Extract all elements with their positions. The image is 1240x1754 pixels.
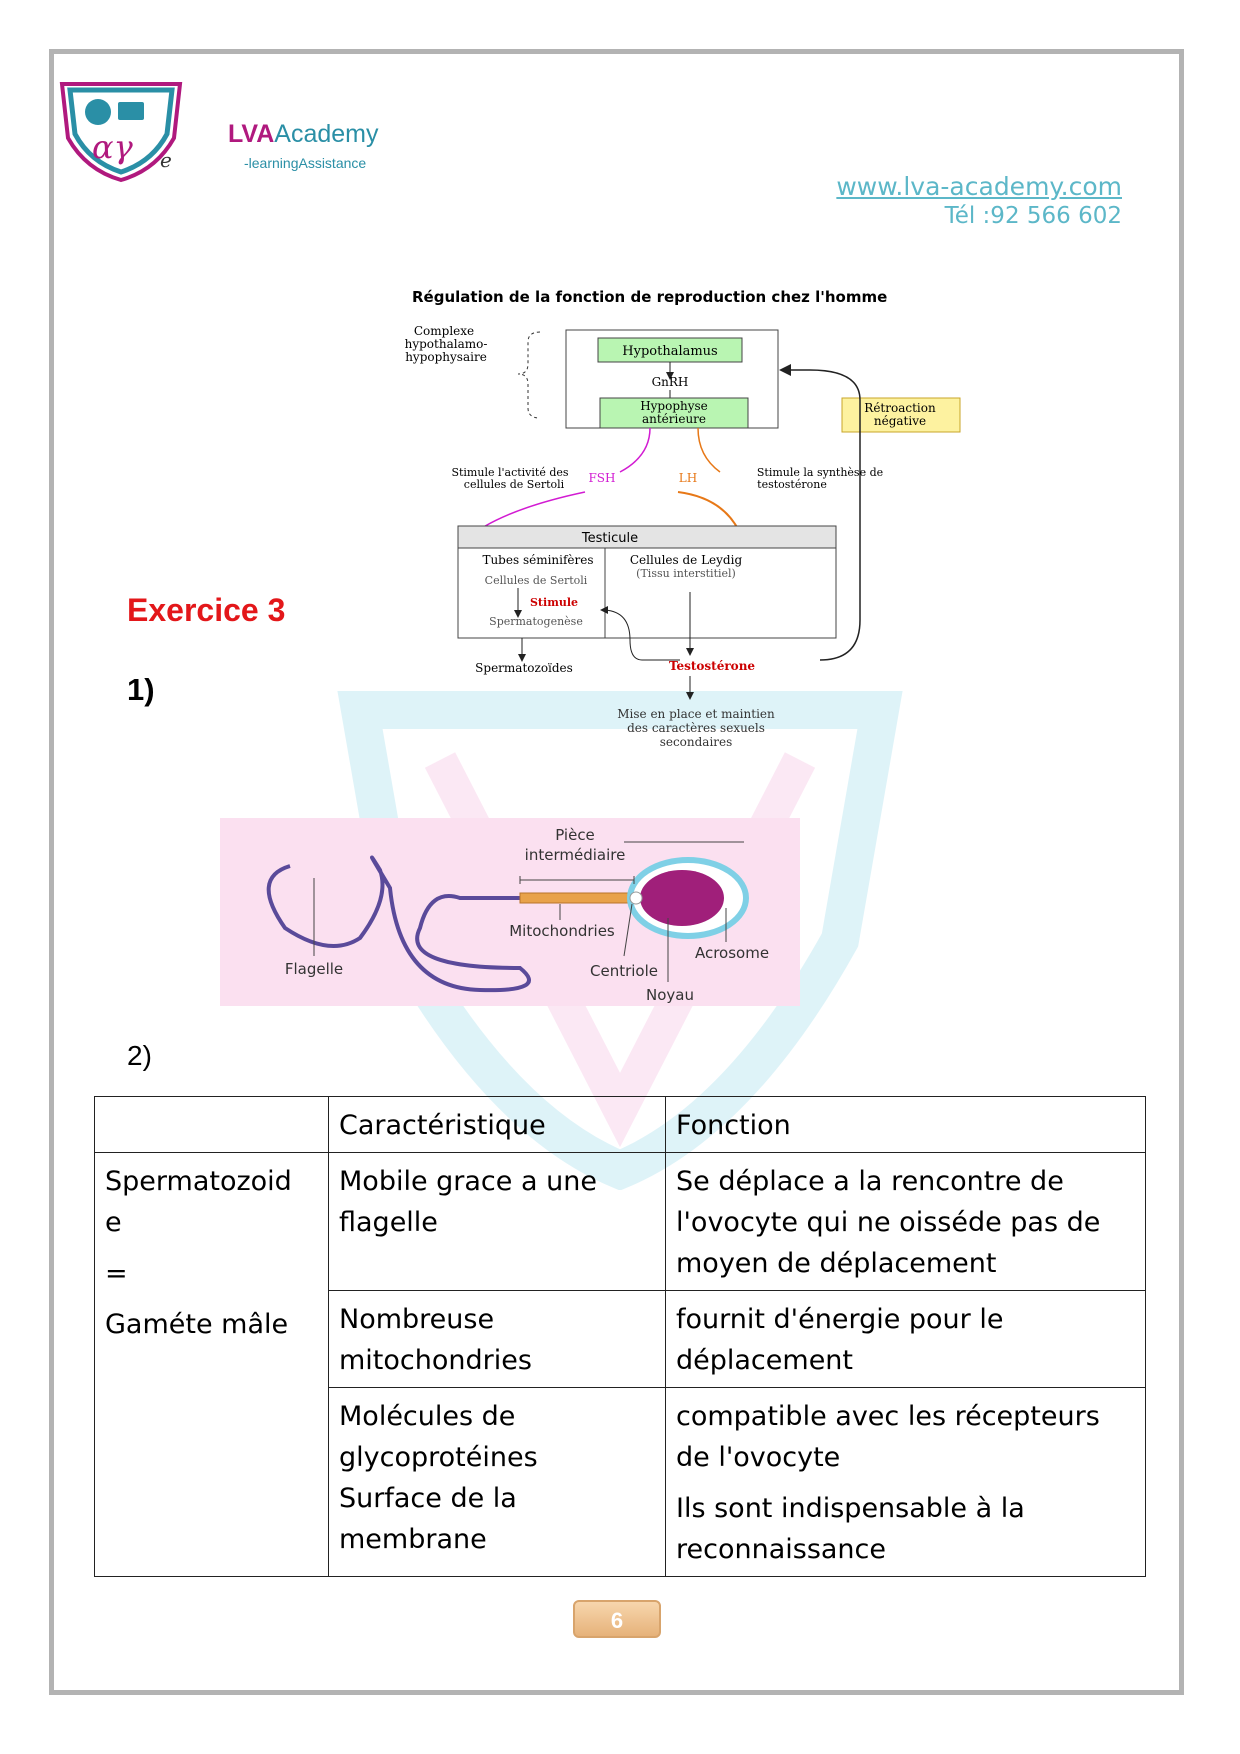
brand-academy: Academy [274,120,379,148]
table-row: Spermatozoid e = Gaméte mâle Mobile grac… [94,1152,1146,1577]
spermatogenese-label: Spermatogenèse [489,615,583,628]
cell-line: Surface de la [339,1483,517,1514]
page-frame [49,49,1184,1695]
retroaction-box [841,397,961,433]
lh-note-1: Stimule la synthèse de [757,466,883,479]
brand-lva: LVA [228,120,275,148]
row-label-line: = [105,1258,128,1289]
question-1-label: 1) [127,672,155,707]
spermatozoides-label: Spermatozoïdes [475,661,573,675]
cell-line: membrane [339,1524,487,1555]
stimule-label: Stimule [530,596,578,609]
cell-line: Se déplace a la rencontre de [676,1166,1064,1197]
retroaction-label-1: Rétroaction [864,401,936,415]
cell-line: Ils sont indispensable à la [676,1493,1025,1524]
cell-line: de l'ovocyte [676,1442,841,1473]
cell-line: Molécules de [339,1401,516,1432]
fonction-cell: fournit d'énergie pour le déplacement [665,1290,1146,1388]
intermediaire-label: intermédiaire [525,846,626,864]
testosterone-label: Testostérone [669,659,755,673]
svg-text:αγ: αγ [92,128,134,166]
cell-line: flagelle [339,1207,438,1238]
retroaction-label-2: négative [874,414,926,428]
diagram-title: Régulation de la fonction de reproductio… [412,288,887,306]
lh-label: LH [679,471,697,485]
cell-line: glycoprotéines [339,1442,538,1473]
cell-line: fournit d'énergie pour le [676,1304,1004,1335]
acrosome-label: Acrosome [695,944,769,962]
table-header-row: Caractéristique Fonction [94,1096,1146,1153]
fsh-note-1: Stimule l'activité des [451,466,568,479]
brand-name: LVAAcademy [228,120,379,149]
logo-e-mark: e [160,148,172,172]
caracteres-label-1: Mise en place et maintien [617,707,775,721]
complex-label-2: hypothalamo- [405,337,488,351]
brand-tagline: -learningAssistance [244,155,367,171]
lh-note-2: testostérone [757,478,827,491]
fonction-cell: compatible avec les récepteurs de l'ovoc… [665,1387,1146,1577]
midpiece [519,892,635,904]
fonction-cell: Se déplace a la rencontre de l'ovocyte q… [665,1152,1146,1291]
question-2-label: 2) [127,1040,152,1071]
leydig-label: Cellules de Leydig [630,553,743,567]
cell-line: mitochondries [339,1345,532,1376]
cell-line: Mobile grace a une [339,1166,597,1197]
regulation-diagram: Régulation de la fonction de reproductio… [405,288,961,749]
contact-block: www.lva-academy.com Tél :92 566 602 [836,172,1122,229]
table-header-cell: Fonction [665,1096,1146,1153]
row-label-line: Spermatozoid [105,1166,292,1197]
table-header-cell: Caractéristique [328,1096,666,1153]
caracteristique-cell: Nombreuse mitochondries [328,1290,666,1388]
row-label-cell: Spermatozoid e = Gaméte mâle [94,1152,329,1577]
exercise-title: Exercice 3 [127,592,286,628]
caracteristique-cell: Molécules de glycoprotéines Surface de l… [328,1387,666,1577]
row-label-line: Gaméte mâle [105,1309,289,1340]
caracteres-label-3: secondaires [660,735,733,749]
website-link[interactable]: www.lva-academy.com [836,172,1122,201]
hypophyse-label-1: Hypophyse [640,399,708,413]
sertoli-label: Cellules de Sertoli [485,574,588,587]
noyau-label: Noyau [646,986,694,1004]
comparison-table: Caractéristique Fonction Spermatozoid e … [94,1096,1146,1577]
centriole-shape [629,891,643,905]
caracteres-label-2: des caractères sexuels [627,721,765,735]
flagelle-label: Flagelle [285,960,343,978]
spermatozoid-diagram: Pièce intermédiaire Mitochondries Flagel… [220,818,800,1006]
cell-line: reconnaissance [676,1534,887,1565]
centriole-label: Centriole [590,962,658,980]
piece-label: Pièce [555,826,595,844]
table-row: Nombreuse mitochondries fournit d'énergi… [95,1290,1146,1388]
cell-line: moyen de déplacement [676,1248,997,1279]
fsh-label: FSH [588,471,615,485]
testicule-label: Testicule [581,531,638,546]
gnrh-label: GnRH [652,375,689,389]
hypophyse-box [599,397,749,429]
complex-label-1: Complexe [414,324,474,338]
complex-label-3: hypophysaire [405,350,487,364]
noyau-shape [640,870,724,926]
academy-logo: αγ [59,82,183,183]
table-header-cell [94,1096,329,1153]
caracteristique-cell: Mobile grace a une flagelle [328,1152,666,1291]
cell-line: déplacement [676,1345,854,1376]
row-label-line: e [105,1207,122,1238]
cell-line: compatible avec les récepteurs [676,1401,1100,1432]
hypothalamus-label: Hypothalamus [622,344,717,359]
fsh-note-2: cellules de Sertoli [464,478,565,491]
tissu-label: (Tissu interstitiel) [636,567,736,580]
phone-number: Tél :92 566 602 [944,203,1122,229]
tubes-label: Tubes séminifères [482,553,593,567]
page-number: 6 [573,1600,661,1638]
cell-line: Nombreuse [339,1304,495,1335]
mitochondries-label: Mitochondries [509,922,615,940]
hypophyse-label-2: antérieure [642,412,706,426]
cell-line: l'ovocyte qui ne oisséde pas de [676,1207,1101,1238]
table-row: Molécules de glycoprotéines Surface de l… [95,1387,1146,1577]
